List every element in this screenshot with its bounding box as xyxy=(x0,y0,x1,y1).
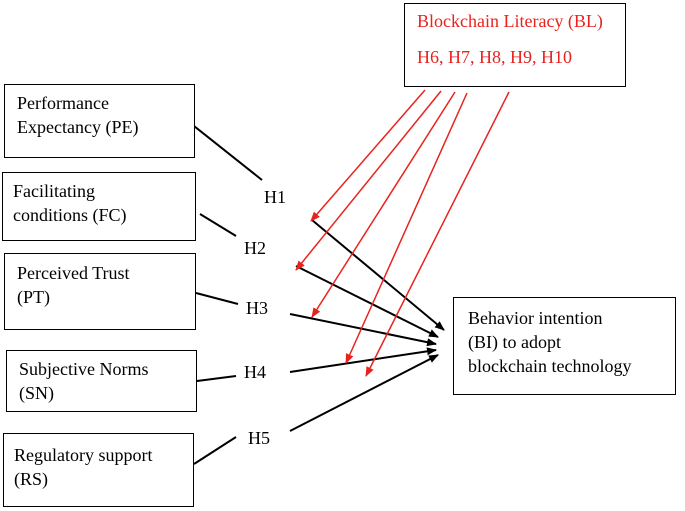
arrow-h3 xyxy=(289,313,437,347)
connector-pe-h1 xyxy=(193,125,263,181)
construct-label-line2: conditions (FC) xyxy=(13,205,127,225)
moderator-box-bl: Blockchain Literacy (BL) H6, H7, H8, H9,… xyxy=(404,3,626,87)
connector-fc-h2 xyxy=(199,213,237,237)
hypothesis-label-h3: H3 xyxy=(246,298,268,318)
construct-box-sn: Subjective Norms (SN) xyxy=(6,350,197,412)
arrow-h7 xyxy=(295,90,442,271)
construct-label-line1: Facilitating xyxy=(13,181,95,201)
arrow-h6 xyxy=(310,89,426,222)
outcome-box-bi: Behavior intention (BI) to adopt blockch… xyxy=(453,297,676,395)
arrow-h8 xyxy=(311,91,456,318)
arrow-h1 xyxy=(311,219,445,331)
arrow-h5 xyxy=(289,354,439,432)
arrow-h9 xyxy=(345,92,468,364)
hypothesis-label-h1: H1 xyxy=(264,187,286,207)
connector-pt-h3 xyxy=(195,292,239,305)
hypothesis-label-h2: H2 xyxy=(244,238,266,258)
arrow-h2 xyxy=(295,265,439,338)
arrow-h10 xyxy=(365,91,510,377)
hypothesis-label-h4: H4 xyxy=(244,362,266,382)
outcome-label-line2: (BI) to adopt xyxy=(468,332,561,352)
construct-label-line1: Regulatory support xyxy=(14,445,153,465)
connector-rs-h5 xyxy=(193,436,237,465)
construct-label-line2: (SN) xyxy=(19,383,54,403)
moderator-hypotheses: H6, H7, H8, H9, H10 xyxy=(417,47,572,67)
construct-label-line2: (RS) xyxy=(14,469,49,489)
construct-label-line1: Perceived Trust xyxy=(17,263,130,283)
construct-label-line1: Performance xyxy=(17,93,109,113)
construct-label-line2: Expectancy (PE) xyxy=(17,117,139,137)
construct-label-line1: Subjective Norms xyxy=(19,359,149,379)
hypothesis-label-h5: H5 xyxy=(248,428,270,448)
construct-box-pe: Performance Expectancy (PE) xyxy=(4,84,195,158)
construct-label-line2: (PT) xyxy=(17,287,50,307)
construct-box-fc: Facilitating conditions (FC) xyxy=(2,172,196,241)
outcome-label-line3: blockchain technology xyxy=(468,356,632,376)
connector-sn-h4 xyxy=(196,375,237,382)
moderator-title: Blockchain Literacy (BL) xyxy=(417,11,603,31)
construct-box-pt: Perceived Trust (PT) xyxy=(4,253,196,330)
outcome-label-line1: Behavior intention xyxy=(468,308,603,328)
construct-box-rs: Regulatory support (RS) xyxy=(3,433,194,507)
arrow-h4 xyxy=(289,347,437,373)
